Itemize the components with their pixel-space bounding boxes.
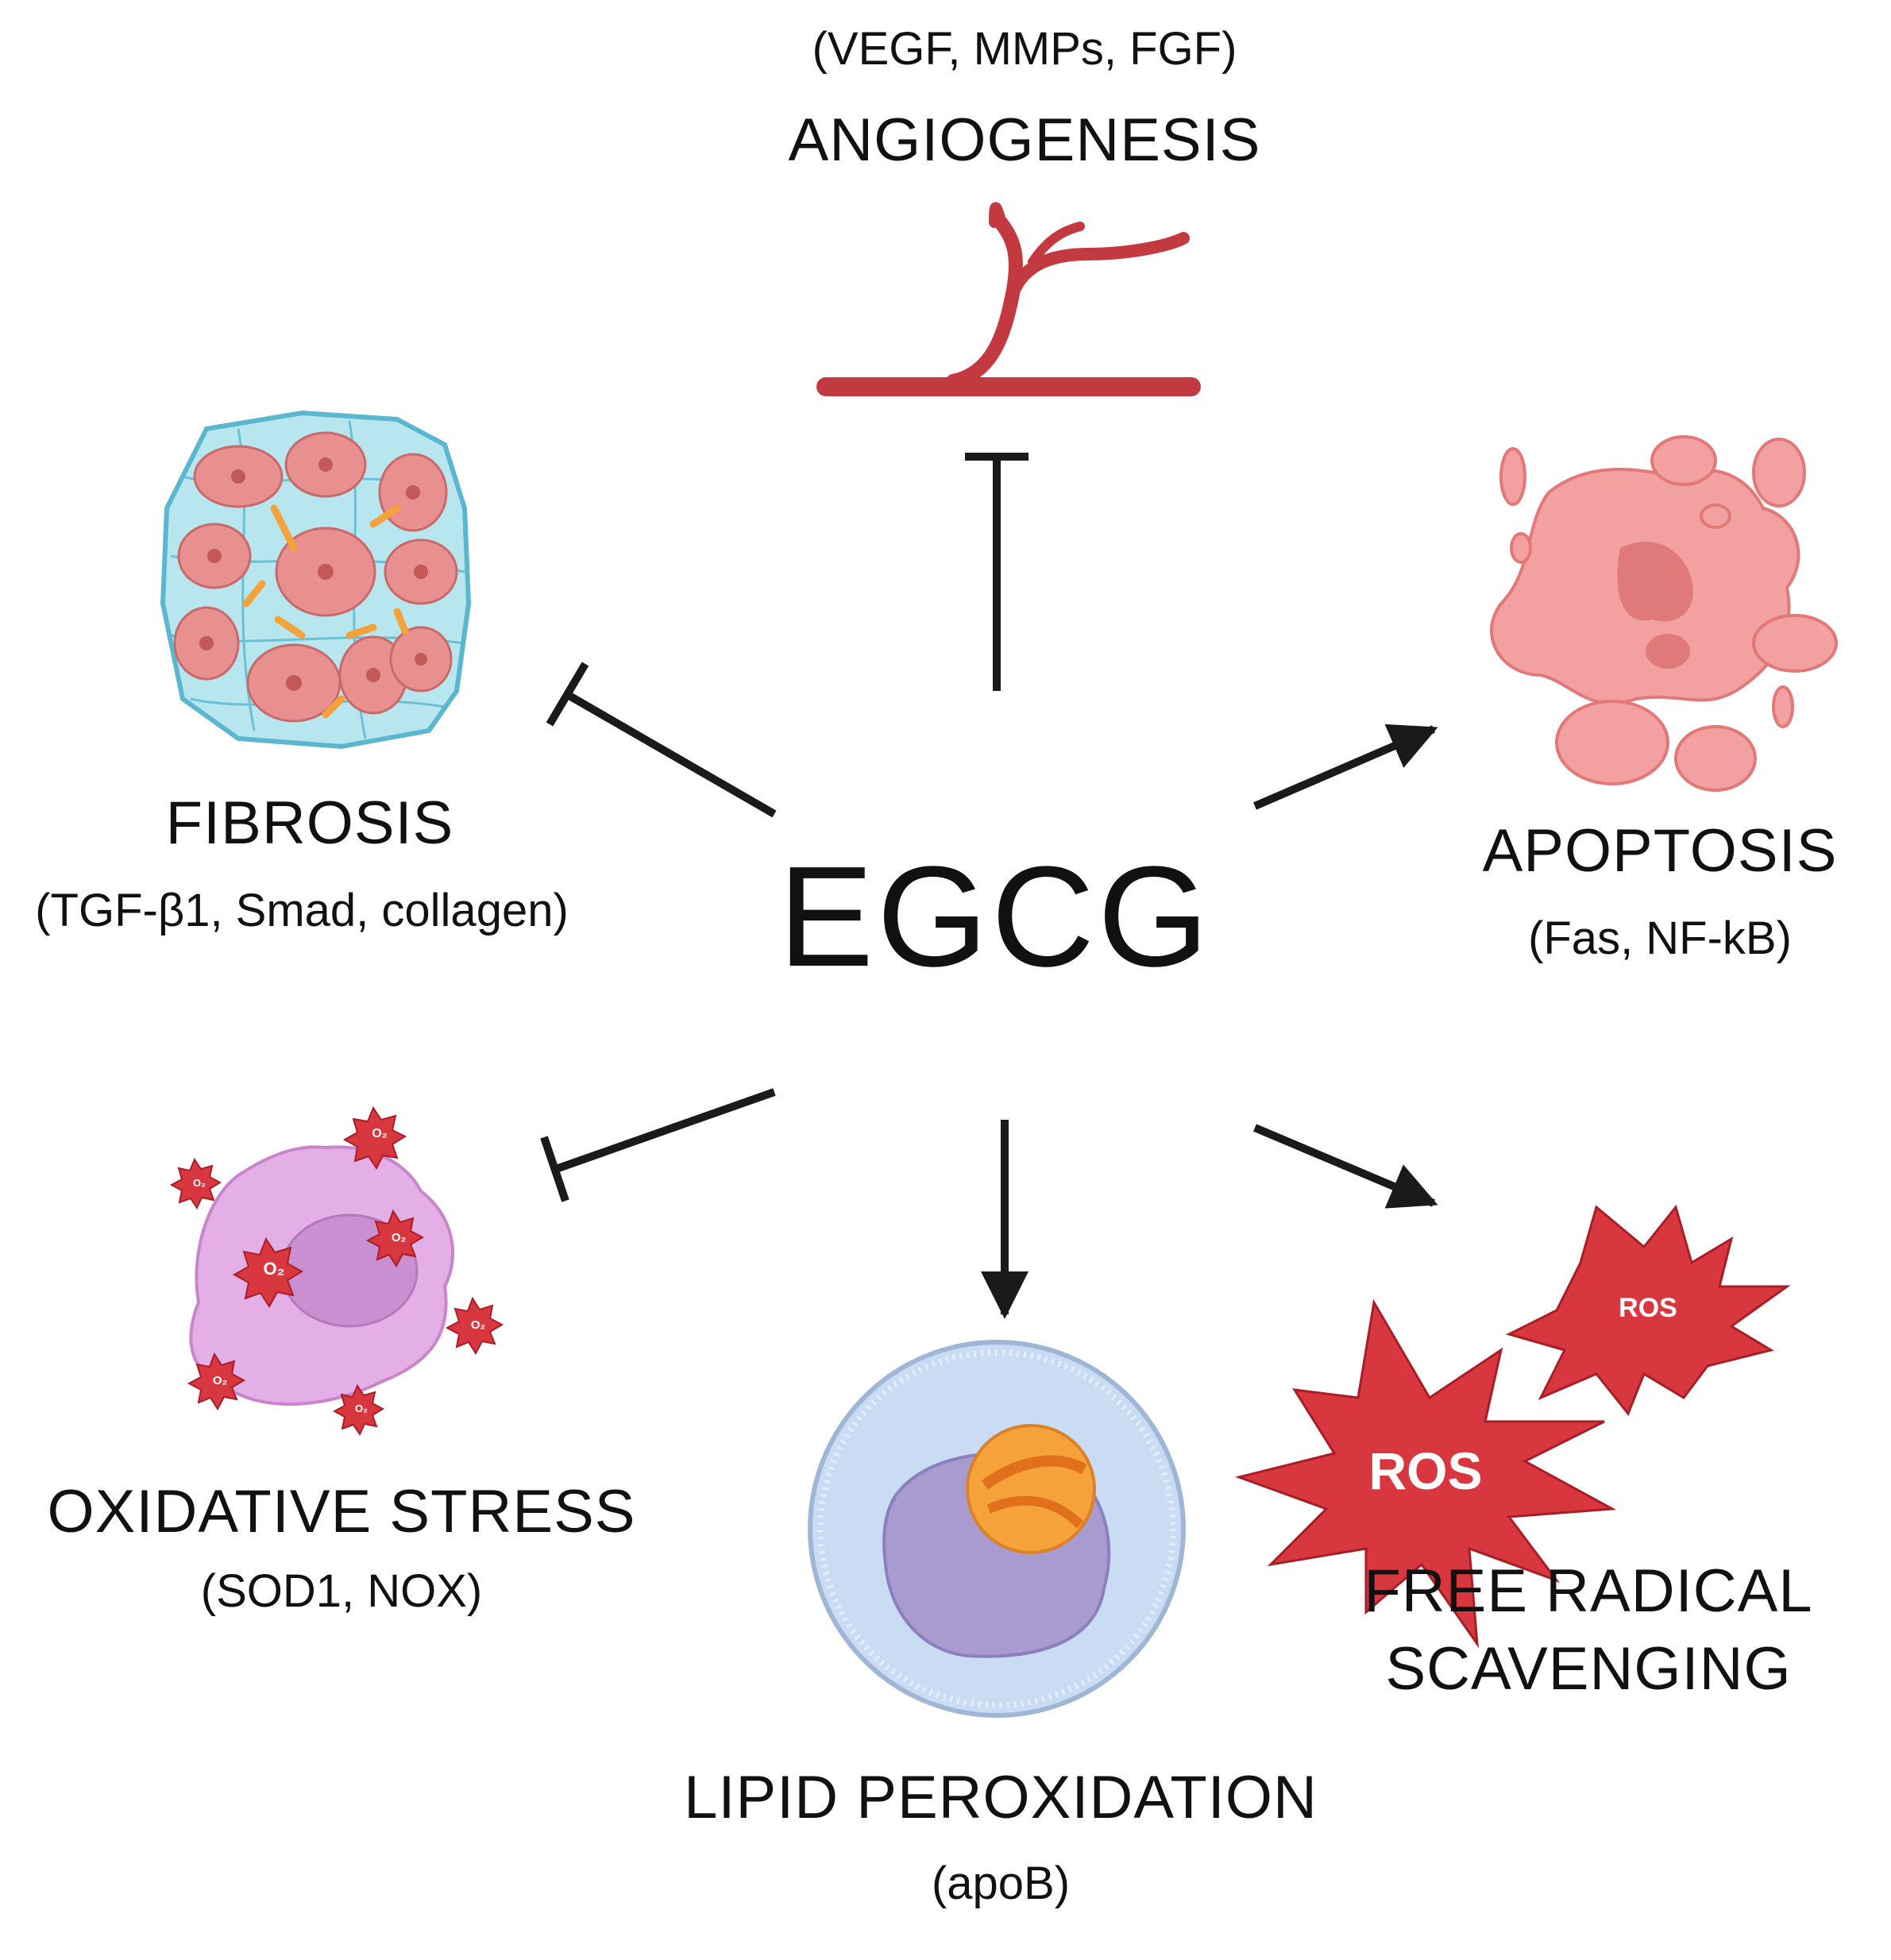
o2-label: O₂ (213, 1374, 227, 1387)
free-radical-title-line1: FREE RADICAL (1364, 1557, 1813, 1625)
fibrosis-tissue-icon (160, 410, 472, 750)
ros-label-small: ROS (1619, 1293, 1677, 1323)
o2-label: O₂ (471, 1318, 485, 1332)
lipid-peroxidation-subtitle: (apoB) (931, 1858, 1071, 1909)
lipid-peroxidation-title: LIPID PEROXIDATION (684, 1764, 1318, 1831)
oxidative-stress-title: OXIDATIVE STRESS (47, 1478, 636, 1545)
o2-radicals (169, 1105, 504, 1437)
promote-arrow-apoptosis (1253, 723, 1438, 810)
fibrosis-title: FIBROSIS (165, 789, 454, 857)
fibrosis-subtitle: (TGF-β1, Smad, collagen) (35, 885, 569, 936)
o2-label: O₂ (392, 1231, 406, 1244)
apoptosis-subtitle: (Fas, NF-kB) (1528, 912, 1792, 964)
apoptotic-cell-icon (1490, 435, 1838, 792)
o2-label: O₂ (193, 1177, 206, 1189)
oxidative-stress-cell-icon: O₂ O₂ O₂ O₂ O₂ O₂ O₂ (169, 1105, 504, 1437)
ros-burst-icon: ROS ROS (1234, 1204, 1791, 1649)
free-radical-title-line2: SCAVENGING (1385, 1635, 1792, 1703)
angiogenesis-title: ANGIOGENESIS (788, 106, 1261, 174)
ros-label-large: ROS (1368, 1441, 1482, 1500)
promote-arrow-free-radical-scavenging (1253, 1124, 1438, 1209)
center-label-egcg: EGCG (778, 837, 1213, 997)
o2-label: O₂ (372, 1127, 388, 1140)
oxidative-stress-subtitle: (SOD1, NOX) (200, 1565, 483, 1617)
inhibit-arrow-oxidative-stress (540, 1088, 776, 1202)
o2-label: O₂ (355, 1402, 368, 1414)
inhibit-arrow-fibrosis (546, 662, 777, 818)
inhibit-arrow-angiogenesis (965, 453, 1028, 691)
o2-label: O₂ (264, 1259, 285, 1279)
lipid-cell-icon (808, 1340, 1186, 1718)
apoptosis-title: APOPTOSIS (1482, 817, 1838, 885)
blood-vessel-icon (816, 202, 1201, 396)
angiogenesis-subtitle: (VEGF, MMPs, FGF) (812, 23, 1237, 75)
